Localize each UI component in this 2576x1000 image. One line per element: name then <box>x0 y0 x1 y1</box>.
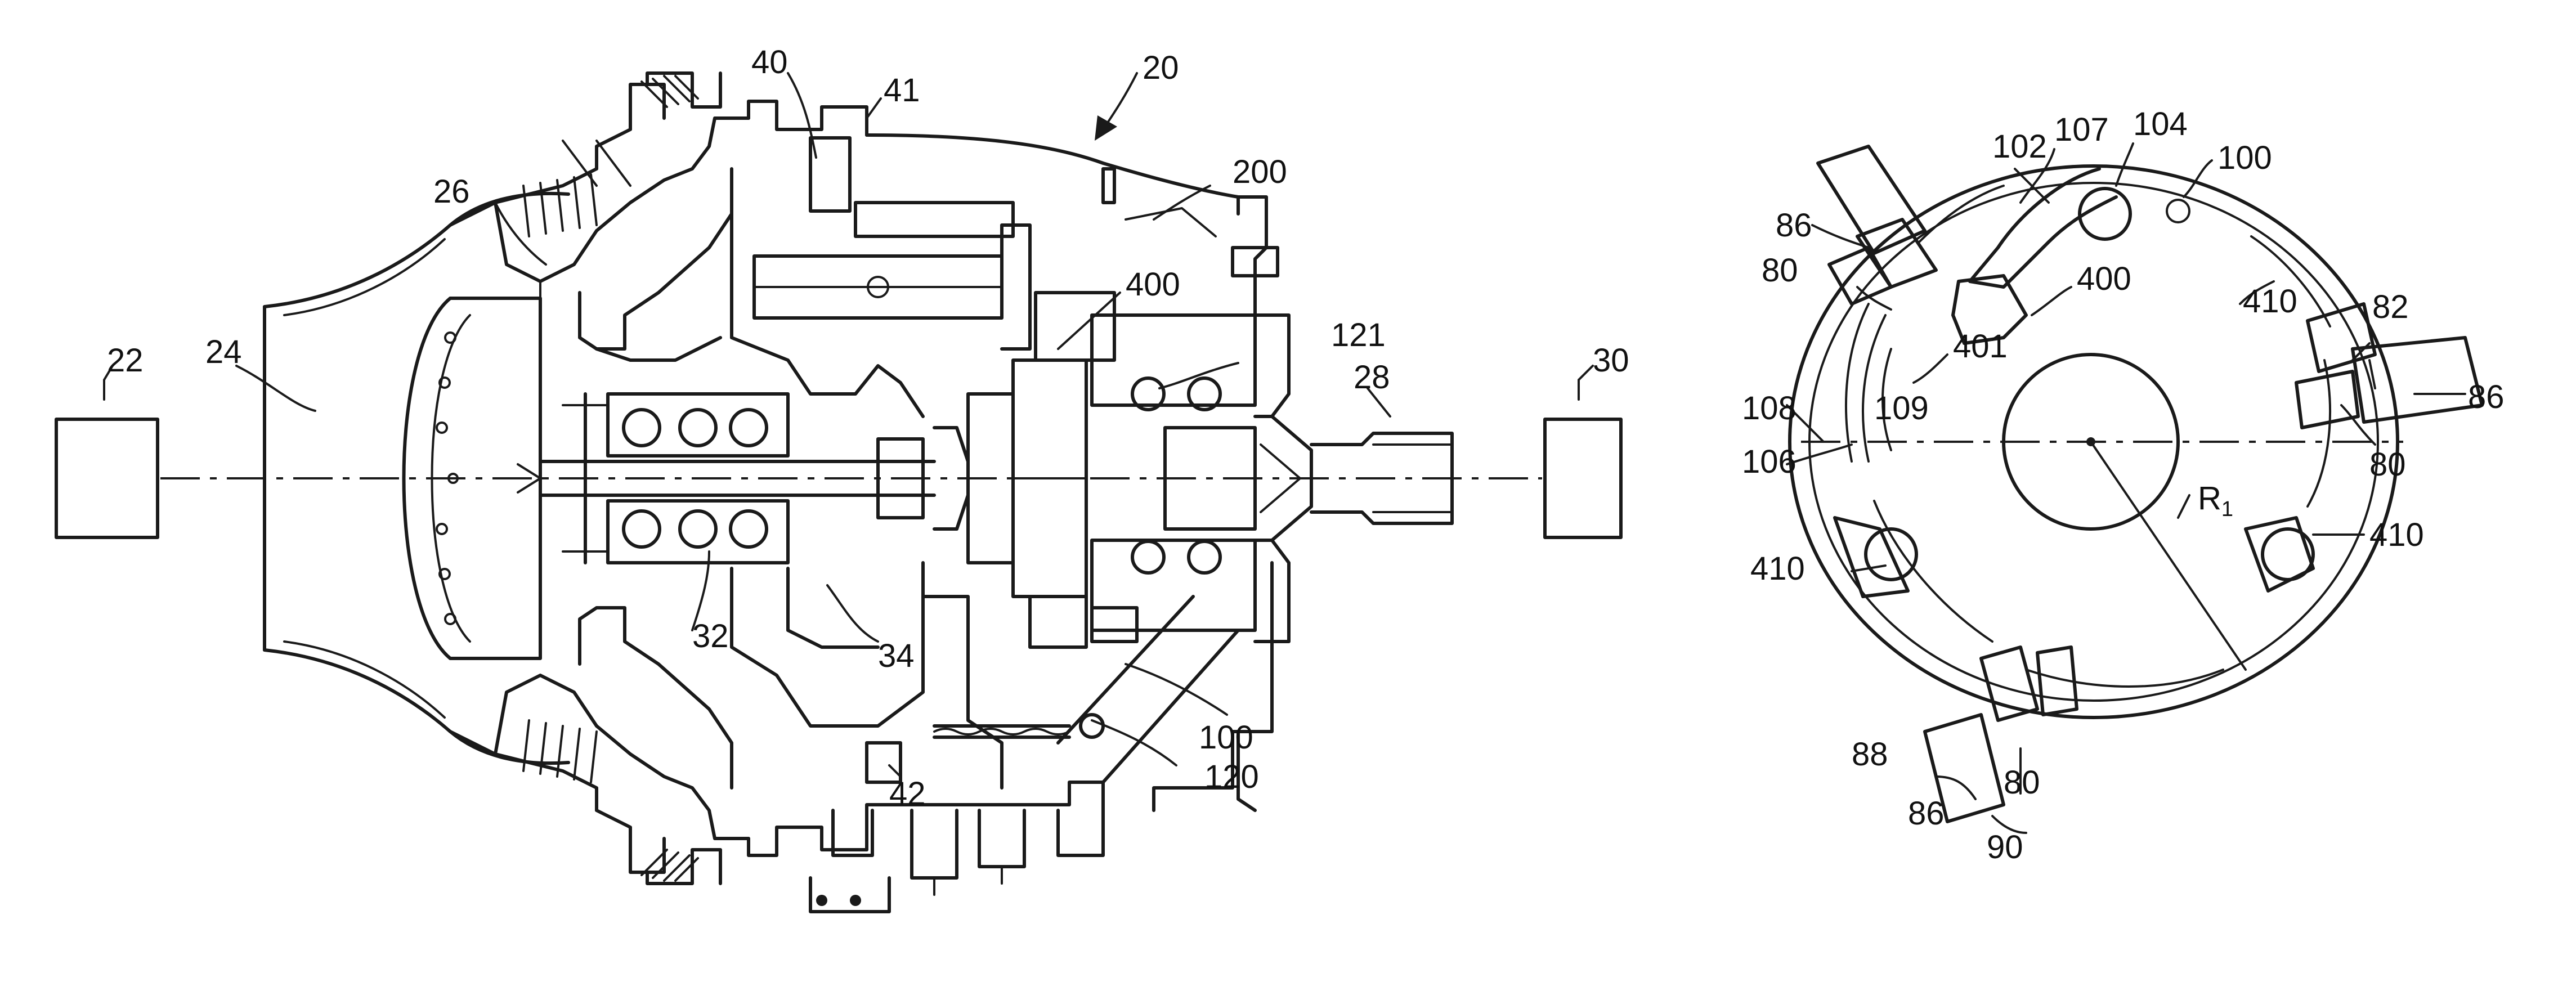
label-410-top: 410 <box>2243 283 2297 320</box>
label-108: 108 <box>1742 390 1797 427</box>
box-30 <box>1545 419 1621 537</box>
clamp-top-left <box>1818 146 1936 304</box>
box-22 <box>56 419 158 537</box>
upper-compressor <box>450 73 749 349</box>
label-100-right: 100 <box>2217 140 2272 176</box>
label-90: 90 <box>1987 829 2023 866</box>
label-80-bottom: 80 <box>2004 764 2040 801</box>
engine-cross-section <box>56 73 1621 912</box>
label-121: 121 <box>1331 317 1386 353</box>
label-20: 20 <box>1143 50 1179 86</box>
label-88: 88 <box>1852 736 1888 773</box>
label-106: 106 <box>1742 443 1797 480</box>
clamp-bottom <box>1925 647 2077 822</box>
label-22: 22 <box>107 342 144 379</box>
label-400-left: 400 <box>1126 266 1180 303</box>
label-86-right: 86 <box>2468 379 2505 415</box>
label-42: 42 <box>889 775 926 812</box>
label-100-left: 100 <box>1199 719 1253 756</box>
label-26: 26 <box>433 173 470 210</box>
label-410-left: 410 <box>1750 550 1805 587</box>
label-82: 82 <box>2372 289 2409 325</box>
label-41: 41 <box>884 72 920 109</box>
label-200: 200 <box>1233 154 1287 190</box>
label-32: 32 <box>692 618 729 654</box>
end-view <box>1787 144 2482 833</box>
label-120: 120 <box>1204 759 1259 795</box>
bottom-mounts <box>810 810 1103 912</box>
label-104: 104 <box>2133 106 2188 142</box>
label-34: 34 <box>878 638 915 674</box>
label-40: 40 <box>751 44 788 80</box>
label-80-top: 80 <box>1762 252 1798 289</box>
label-401: 401 <box>1953 328 2008 365</box>
label-30: 30 <box>1593 342 1629 379</box>
label-24: 24 <box>205 334 242 370</box>
arrow-20-head <box>1095 115 1117 141</box>
label-109: 109 <box>1874 390 1929 427</box>
label-86-top: 86 <box>1776 207 1812 244</box>
label-r1: R1 <box>2198 480 2233 521</box>
label-102: 102 <box>1992 128 2047 165</box>
label-410-right: 410 <box>2369 517 2424 553</box>
label-28: 28 <box>1354 359 1390 396</box>
label-400-right: 400 <box>2077 261 2131 297</box>
arrow-20 <box>1103 73 1137 129</box>
radius-r1 <box>2091 442 2246 670</box>
label-86-bottom: 86 <box>1908 795 1945 832</box>
label-107: 107 <box>2054 111 2109 148</box>
label-80-right: 80 <box>2369 446 2406 483</box>
